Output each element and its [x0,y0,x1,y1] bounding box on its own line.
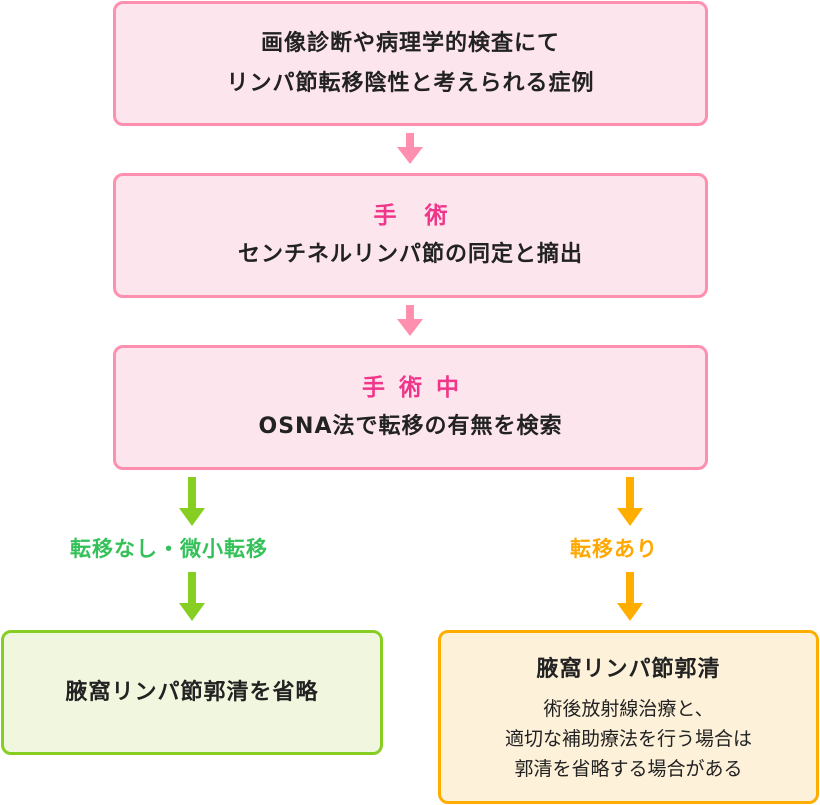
step1-line-2: リンパ節転移陰性と考えられる症例 [226,70,595,96]
arrow-down-icon [397,305,423,336]
result-positive-note-3: 郭清を省略する場合がある [514,758,743,780]
step-box-intraoperative: 手術中 OSNA法で転移の有無を検索 [113,345,708,470]
result-positive-title: 腋窩リンパ節郭清 [536,657,721,682]
arrow-down-icon [179,477,205,526]
step3-heading: 手術中 [362,374,473,401]
result-box-omit-dissection: 腋窩リンパ節郭清を省略 [1,630,383,755]
branch-label-metastasis: 転移あり [570,537,658,561]
arrow-down-icon [397,133,423,164]
step1-line-1: 画像診断や病理学的検査にて [260,30,560,56]
step-box-surgery: 手術 センチネルリンパ節の同定と摘出 [113,173,708,298]
step3-text: OSNA法で転移の有無を検索 [258,413,563,439]
step2-text: センチネルリンパ節の同定と摘出 [237,241,583,267]
result-negative-text: 腋窩リンパ節郭清を省略 [65,679,319,705]
arrow-down-icon [617,572,643,621]
result-box-axillary-dissection: 腋窩リンパ節郭清 術後放射線治療と、 適切な補助療法を行う場合は 郭清を省略する… [438,630,819,804]
branch-label-no-metastasis: 転移なし・微小転移 [70,537,268,561]
arrow-down-icon [617,477,643,526]
arrow-down-icon [179,572,205,621]
step-box-initial-case: 画像診断や病理学的検査にて リンパ節転移陰性と考えられる症例 [113,1,708,126]
step2-heading: 手術 [373,202,476,229]
result-positive-note-1: 術後放射線治療と、 [543,698,714,720]
result-positive-note-2: 適切な補助療法を行う場合は [504,728,752,750]
